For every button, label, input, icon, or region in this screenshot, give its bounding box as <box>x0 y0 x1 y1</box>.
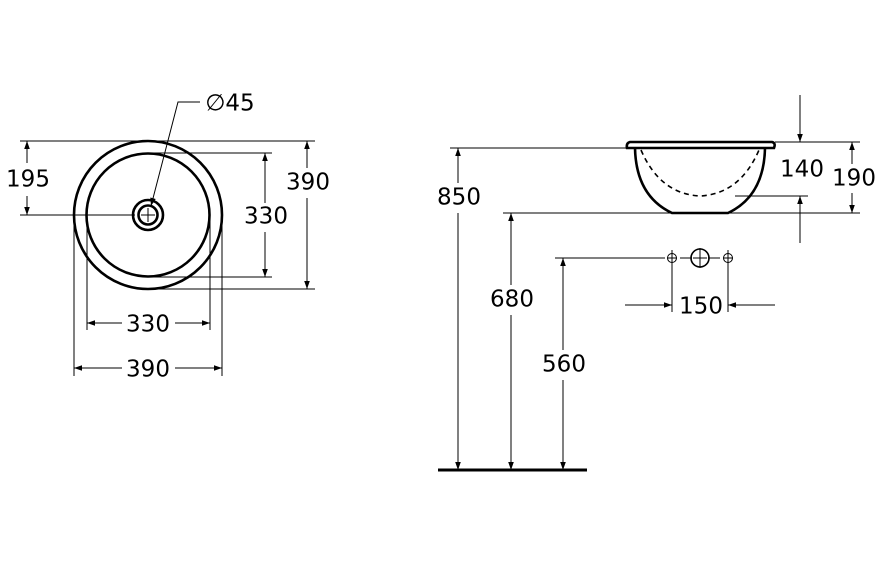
drain-inner <box>137 204 159 226</box>
dim-850-label: 850 <box>437 185 481 211</box>
dim-560-label: 560 <box>542 352 586 378</box>
drain-diameter-label: ∅45 <box>205 91 254 117</box>
drain-leader <box>150 101 200 207</box>
dim-150-label: 150 <box>679 294 723 320</box>
dim-140-label: 140 <box>780 157 824 183</box>
dim-190-label: 190 <box>832 166 876 192</box>
basin-rim <box>625 140 776 150</box>
dim-330v-label: 330 <box>244 204 288 230</box>
top-view: ∅45 195 330 390 330 390 <box>6 91 330 383</box>
dim-390h-label: 390 <box>126 357 170 383</box>
drain-crosshair <box>141 208 155 222</box>
dim-680-label: 680 <box>490 287 534 313</box>
tap-crosshairs <box>667 253 733 263</box>
basin-body <box>633 147 767 215</box>
side-extension-lines <box>450 141 860 312</box>
side-view: 850 680 560 150 140 190 <box>437 95 876 472</box>
basin-inner-dashed <box>640 149 760 197</box>
dim-195-label: 195 <box>6 167 50 193</box>
dim-330h-label: 330 <box>126 312 170 338</box>
dim-390v-label: 390 <box>286 170 330 196</box>
extension-lines <box>20 140 315 376</box>
tap-hole-center <box>690 248 710 268</box>
